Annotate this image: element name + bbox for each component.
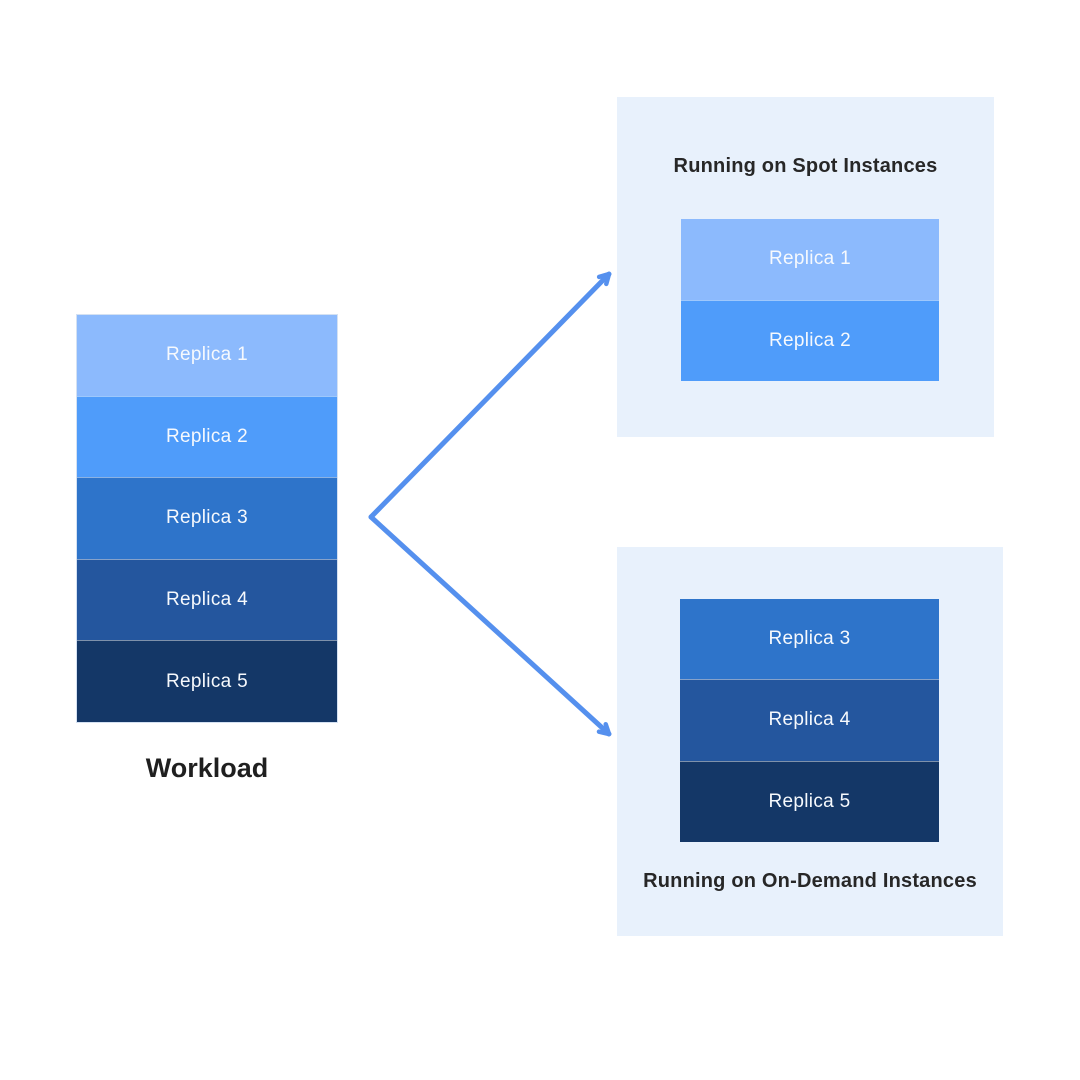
workload-replica-band: Replica 1: [77, 315, 337, 396]
spot-stack: Replica 1 Replica 2: [681, 219, 939, 381]
ondemand-replica-band: Replica 3: [680, 599, 939, 680]
workload-title: Workload: [145, 753, 269, 783]
workload-replica-band: Replica 5: [77, 640, 337, 722]
arrow-to-spot: [368, 271, 612, 520]
ondemand-panel-title: Running on On-Demand Instances: [643, 870, 977, 892]
ondemand-replica-band: Replica 4: [680, 679, 939, 761]
ondemand-stack: Replica 3 Replica 4 Replica 5: [680, 599, 939, 842]
ondemand-instances-panel: Replica 3 Replica 4 Replica 5 Running on…: [617, 547, 1003, 936]
spot-replica-band: Replica 1: [681, 219, 939, 300]
spot-instances-panel: Running on Spot Instances Replica 1 Repl…: [617, 97, 994, 437]
arrow-to-ondemand: [368, 514, 612, 737]
spot-replica-band: Replica 2: [681, 299, 939, 381]
workload-replica-band: Replica 3: [77, 477, 337, 559]
workload-replica-band: Replica 4: [77, 558, 337, 641]
ondemand-replica-band: Replica 5: [680, 760, 939, 842]
workload-replica-band: Replica 2: [77, 395, 337, 478]
workload-stack: Replica 1 Replica 2 Replica 3 Replica 4 …: [76, 314, 338, 723]
spot-panel-title: Running on Spot Instances: [673, 155, 938, 177]
